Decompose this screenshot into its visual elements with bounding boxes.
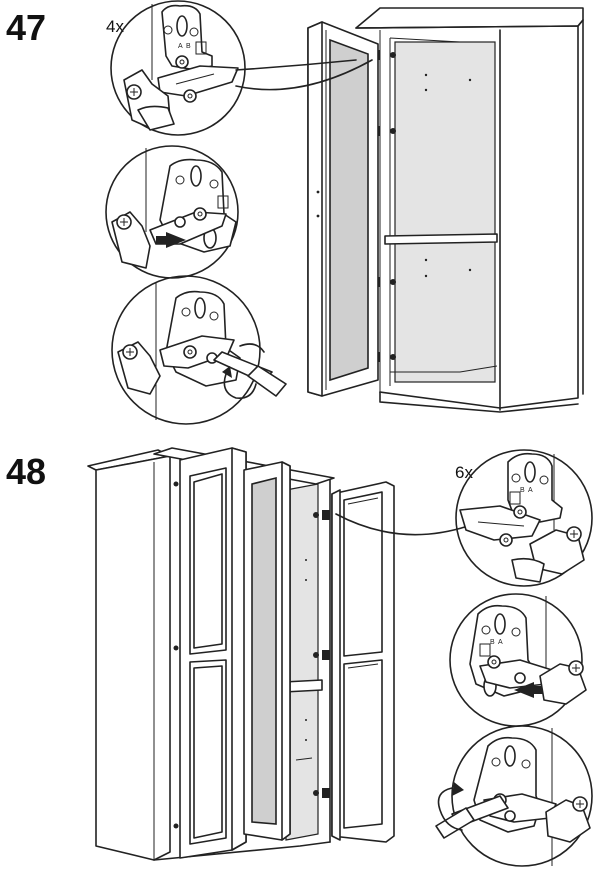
step-47-detail-3 <box>111 275 287 425</box>
hinge-label-a-3: A <box>498 639 503 646</box>
step-47-door <box>307 21 379 397</box>
step-47-detail-2 <box>105 145 239 279</box>
step-48-door-left <box>179 447 247 859</box>
step-47-callout-line-2 <box>235 59 357 71</box>
step-48-quantity: 6x <box>455 463 473 482</box>
step-47-quantity: 4x <box>106 17 124 36</box>
step-48-cabinet <box>87 447 335 861</box>
step-47-callout-line <box>235 59 373 91</box>
step-47-cabinet <box>355 7 584 413</box>
step-47-detail-1 <box>110 0 246 136</box>
step-48-detail-3 <box>435 725 593 867</box>
step-48-door-right <box>331 481 395 843</box>
hinge-label-b-3: B <box>490 639 495 646</box>
step-48-callout-line <box>335 513 469 536</box>
hinge-label-a-2: A <box>528 487 533 494</box>
step-48-number: 48 <box>6 451 47 492</box>
hinge-label-b-2: B <box>520 487 525 494</box>
step-48-detail-2 <box>449 593 587 727</box>
hinge-label-a-1: A <box>178 43 183 50</box>
step-47-number: 47 <box>6 7 47 48</box>
step-48-detail-1 <box>455 449 593 587</box>
hinge-label-b-1: B <box>186 43 191 50</box>
step-48-door-middle <box>243 461 291 841</box>
